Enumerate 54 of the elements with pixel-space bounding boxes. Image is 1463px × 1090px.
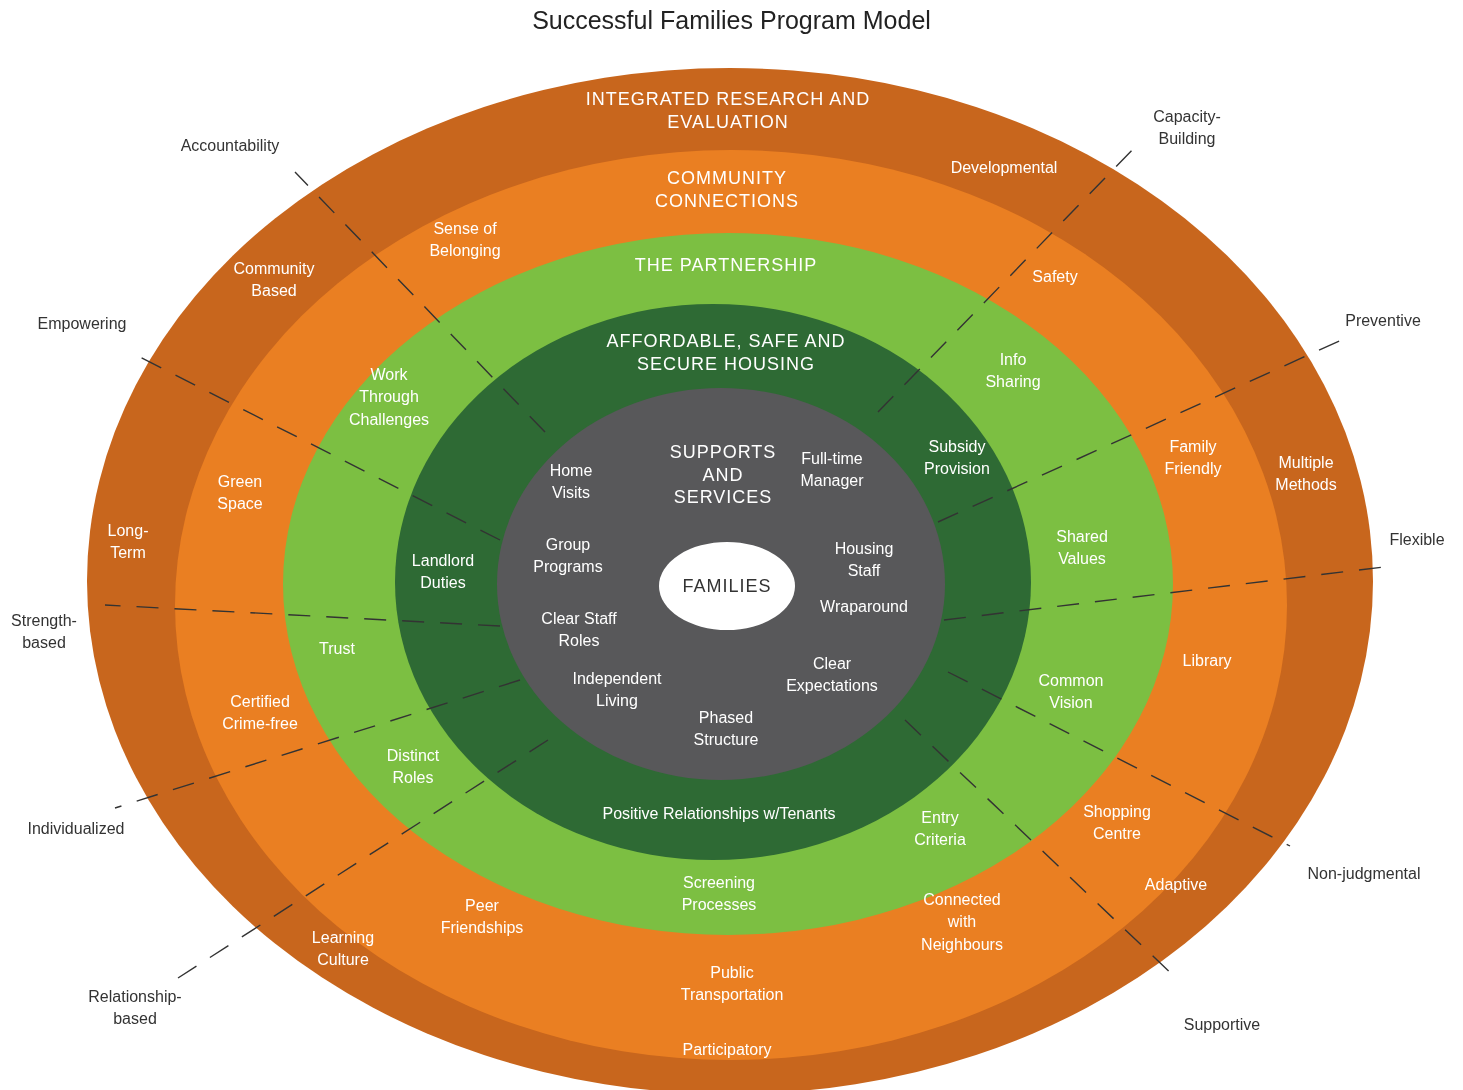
element-label: Shared Values [1055,526,1109,569]
principle-label: Non-judgmental [1306,863,1422,884]
element-label: Distinct Roles [385,745,441,788]
element-label: Full-time Manager [799,448,865,491]
element-label: Shopping Centre [1082,801,1152,844]
element-label: Multiple Methods [1274,452,1338,495]
element-label: Library [1181,650,1233,671]
element-label: Public Transportation [679,962,785,1005]
element-label: Peer Friendships [439,895,525,938]
principle-label: Capacity-Building [1152,106,1222,149]
principle-label: Relationship-based [87,986,183,1029]
element-label: Connected with Neighbours [920,890,1004,956]
element-label: Common Vision [1037,670,1105,713]
ring-title: INTEGRATED RESEARCH AND EVALUATION [584,87,872,133]
element-label: Positive Relationships w/Tenants [601,803,837,824]
element-label: Clear Expectations [785,653,879,696]
element-label: Community Based [232,258,316,301]
element-label: Housing Staff [833,538,895,581]
element-label: Work Through Challenges [347,365,431,431]
principle-label: Empowering [36,313,128,334]
principle-label: Flexible [1388,529,1446,550]
element-label: Landlord Duties [410,550,476,593]
element-label: Clear Staff Roles [540,608,618,651]
element-label: Screening Processes [680,872,758,915]
ring-title: COMMUNITY CONNECTIONS [654,166,800,212]
element-label: Safety [1031,266,1079,287]
element-label: Family Friendly [1163,436,1223,479]
element-label: Long-Term [106,520,150,563]
principle-label: Accountability [179,135,281,156]
element-label: Green Space [216,471,264,514]
principle-label: Supportive [1182,1014,1262,1035]
element-label: Sense of Belonging [428,218,502,261]
element-label: Participatory [681,1039,773,1060]
element-label: Adaptive [1143,874,1209,895]
ring-title: FAMILIES [681,574,773,598]
ring-title: SUPPORTS AND SERVICES [668,441,778,509]
element-label: Developmental [949,157,1059,178]
element-label: Learning Culture [310,927,376,970]
ring-title: AFFORDABLE, SAFE AND SECURE HOUSING [606,329,846,375]
principle-label: Strength-based [10,610,78,653]
element-label: Subsidy Provision [923,436,991,479]
element-label: Info Sharing [984,349,1042,392]
element-label: Home Visits [548,460,594,503]
principle-label: Preventive [1344,310,1422,331]
element-label: Independent Living [571,668,663,711]
element-label: Phased Structure [692,707,760,750]
element-label: Trust [318,638,356,659]
ring-title: THE PARTNERSHIP [633,253,819,277]
diagram-title: Successful Families Program Model [531,6,932,35]
element-label: Group Programs [532,534,604,577]
element-label: Certified Crime-free [221,691,299,734]
principle-label: Individualized [26,818,126,839]
element-label: Entry Criteria [913,807,967,850]
element-label: Wraparound [819,596,909,617]
